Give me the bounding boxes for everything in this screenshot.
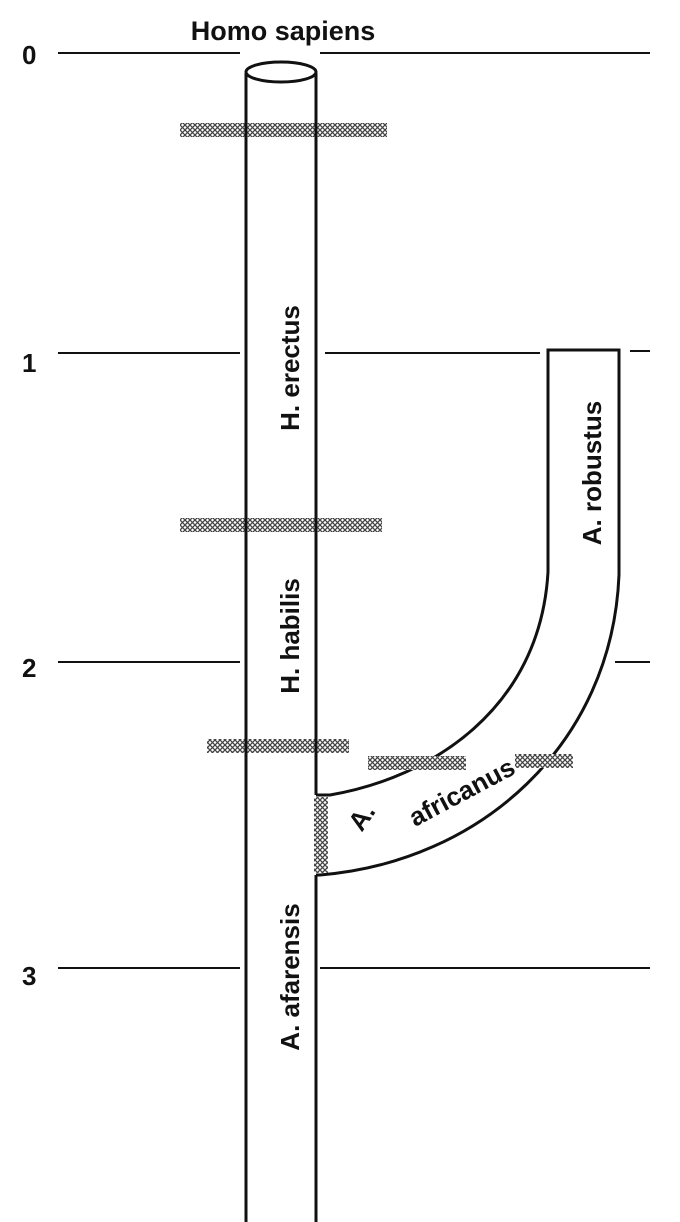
- label-a-afarensis: A. afarensis: [275, 903, 305, 1050]
- boundary-hatch-erectus-sapiens: [180, 123, 387, 137]
- tube-top-cap: [244, 60, 318, 84]
- main-lineage-edges: [244, 80, 318, 1222]
- boundary-hatch-africanus-right: [515, 754, 573, 768]
- axis-tick-0: 0: [22, 40, 36, 70]
- label-a-robustus: A. robustus: [577, 401, 607, 545]
- label-h-erectus: H. erectus: [275, 305, 305, 431]
- boundary-hatch-africanus-left: [368, 756, 466, 770]
- diagram-title: Homo sapiens: [191, 16, 376, 46]
- axis-tick-3: 3: [22, 961, 36, 991]
- axis-tick-1: 1: [22, 348, 36, 378]
- boundary-hatch-habilis-erectus: [180, 518, 382, 532]
- label-h-habilis: H. habilis: [275, 578, 305, 694]
- axis-tick-2: 2: [22, 653, 36, 683]
- branch-point-hatch: [314, 797, 328, 873]
- boundary-hatch-afarensis-habilis: [207, 739, 349, 753]
